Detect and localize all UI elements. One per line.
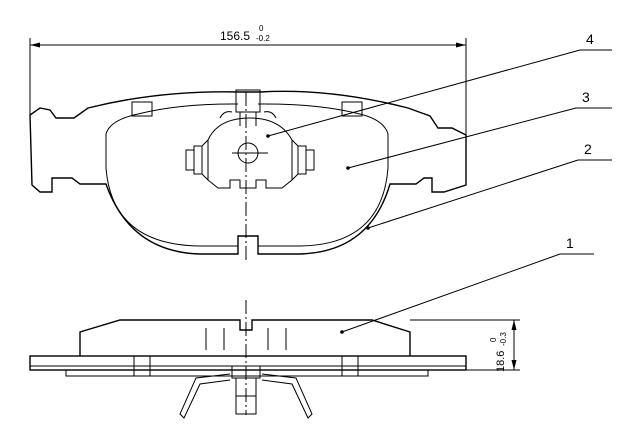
callout-label-1: 1 xyxy=(566,235,574,251)
callout-label-2: 2 xyxy=(584,141,592,157)
side-tab-left xyxy=(133,355,151,377)
side-shim xyxy=(65,369,429,377)
thickness-tolerance-lower: -0.3 xyxy=(499,332,508,346)
width-arrow-left xyxy=(30,42,40,48)
width-arrow-right xyxy=(456,42,466,48)
callout-label-3: 3 xyxy=(582,89,590,105)
clip-body xyxy=(207,117,293,189)
callout-3: 3 xyxy=(346,89,612,170)
side-clip-arm-right xyxy=(261,373,313,419)
friction-pad-outline xyxy=(105,103,389,247)
side-clip-arm-left xyxy=(179,373,231,419)
thickness-dimension-value: 18.6 xyxy=(495,351,507,372)
width-tolerance-lower: -0.2 xyxy=(256,34,270,43)
side-tab-right xyxy=(341,355,359,377)
callout-4: 4 xyxy=(266,31,612,138)
side-view xyxy=(29,319,467,419)
callout-1: 1 xyxy=(340,235,594,334)
callout-label-4: 4 xyxy=(586,31,594,47)
clip-top-block xyxy=(235,89,261,113)
backing-plate-outline xyxy=(29,90,467,255)
side-backing-plate xyxy=(29,355,467,371)
width-tolerance-upper: 0 xyxy=(259,24,264,33)
thickness-tolerance-upper: 0 xyxy=(489,337,498,342)
side-friction-pad xyxy=(79,319,411,356)
width-dimension-value: 156.5 xyxy=(220,29,250,43)
tab-left xyxy=(131,101,153,117)
callout-2: 2 xyxy=(366,141,612,230)
thickness-dimension: 18.6 0 -0.3 xyxy=(410,319,520,372)
spring-clip-top xyxy=(185,89,315,189)
width-dimension: 156.5 0 -0.2 xyxy=(29,24,467,185)
tab-right xyxy=(341,101,363,117)
